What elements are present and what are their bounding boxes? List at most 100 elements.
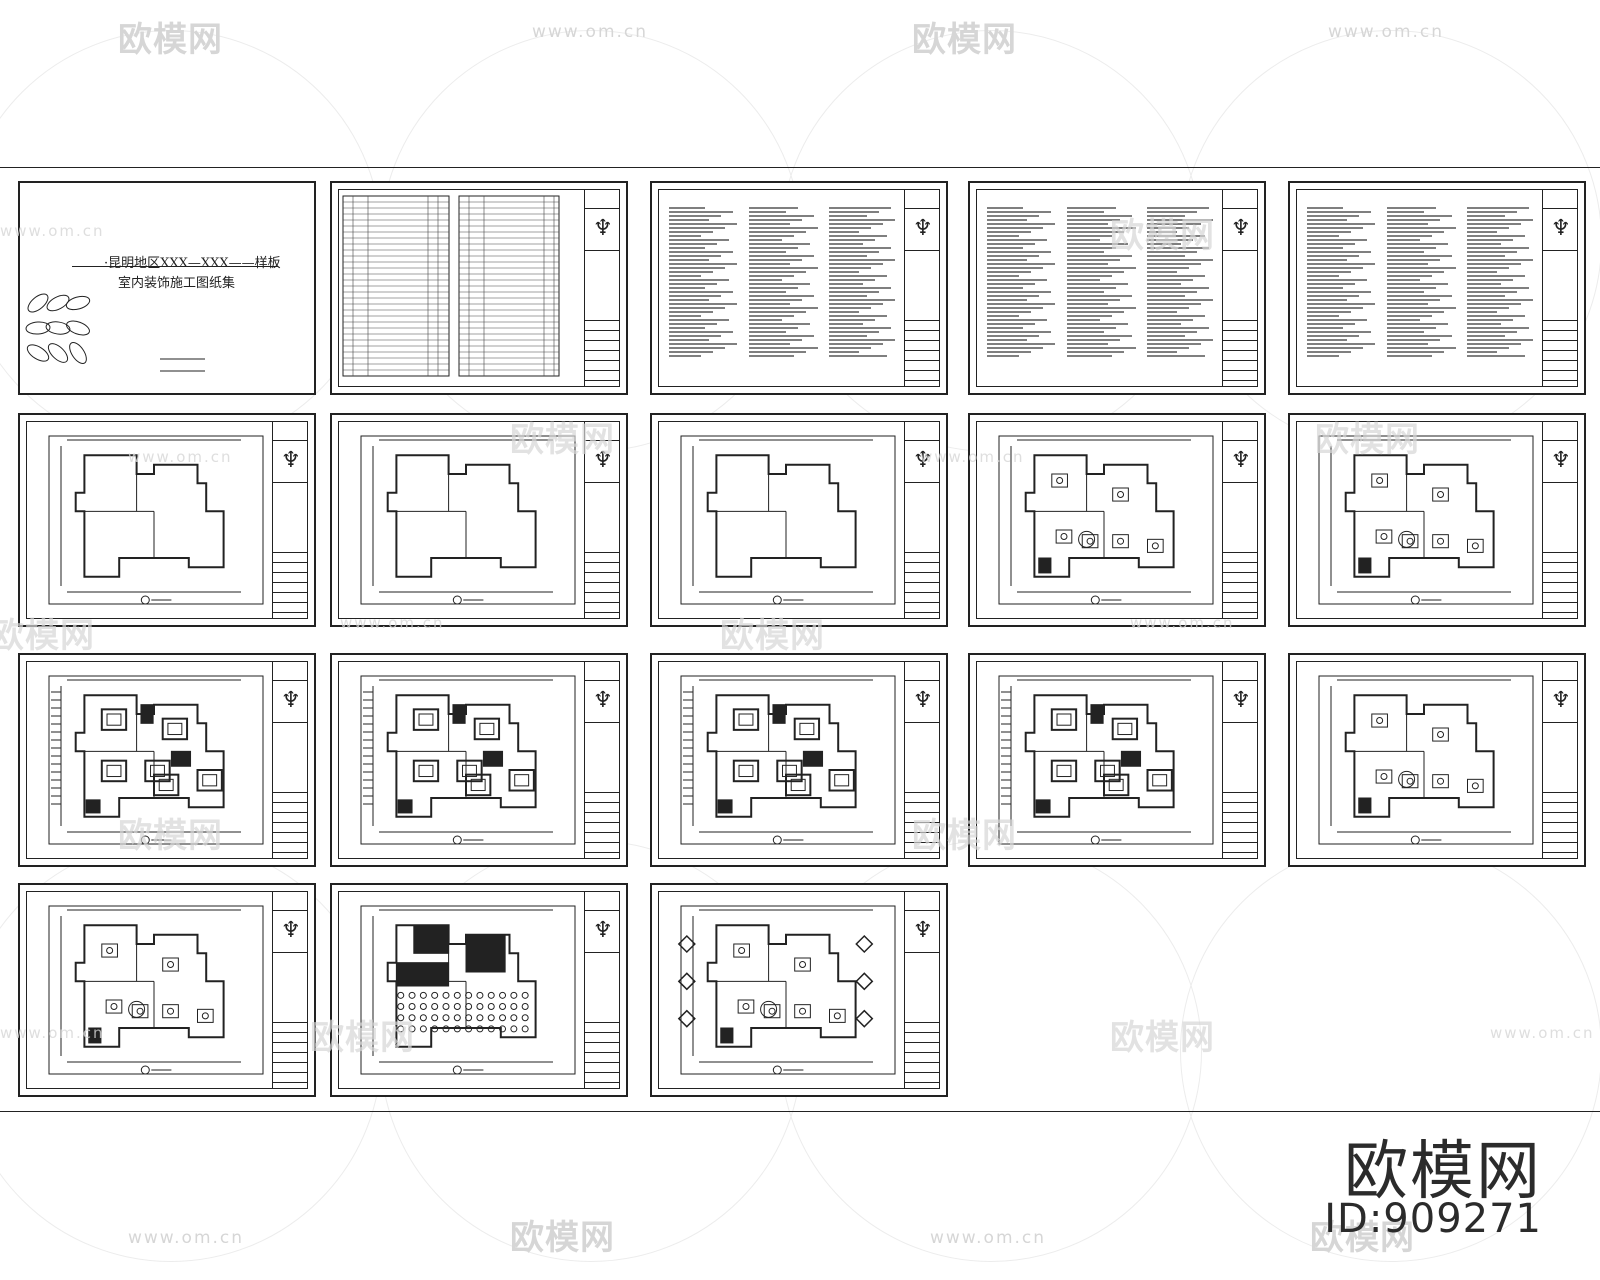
- title-block: ♆: [272, 892, 307, 1088]
- drawing-sheet: ♆: [650, 653, 948, 867]
- drawing-sheet: ♆: [330, 181, 628, 395]
- watermark-logo: 欧模网: [720, 616, 825, 656]
- floor-plan: [1330, 679, 1511, 845]
- leaf-illustration: [25, 293, 205, 372]
- floor-plan: [1010, 439, 1191, 605]
- drawing-sheet: ♆: [18, 653, 316, 867]
- watermark-url: www.om.cn: [1328, 22, 1445, 42]
- watermark-logo: 欧模网: [1310, 1218, 1415, 1258]
- title-block: ♆: [584, 190, 619, 386]
- company-logo-icon: ♆: [281, 688, 301, 713]
- watermark-logo: 欧模网: [912, 20, 1017, 60]
- cover-title: ·昆明地区XXX—XXX——样板: [104, 256, 281, 271]
- floor-plan: [692, 439, 873, 605]
- title-block: ♆: [1542, 662, 1577, 858]
- watermark-url: www.om.cn: [532, 22, 649, 42]
- floor-plan: [372, 679, 553, 845]
- plan-drawing: [680, 435, 896, 605]
- drawing-sheet: ♆: [330, 413, 628, 627]
- company-logo-icon: ♆: [593, 688, 613, 713]
- watermark-url: www.om.cn: [128, 1228, 245, 1248]
- company-logo-icon: ♆: [593, 918, 613, 943]
- watermark-logo: 欧模网: [912, 816, 1017, 856]
- title-block: ♆: [904, 422, 939, 618]
- watermark-url: www.om.cn: [1490, 1024, 1595, 1042]
- design-notes-text: [987, 207, 1213, 357]
- floor-plan: [60, 909, 241, 1075]
- floor-plan: [677, 909, 874, 1075]
- plan-drawing: [1318, 675, 1534, 845]
- drawing-sheet: ♆: [1288, 181, 1586, 395]
- company-logo-icon: ♆: [1551, 688, 1571, 713]
- watermark-logo: 欧模网: [0, 616, 95, 656]
- watermark-url: www.om.cn: [1130, 614, 1235, 632]
- plan-drawing: [48, 435, 264, 605]
- floor-plan: [1330, 439, 1511, 605]
- design-notes-text: [1307, 207, 1533, 357]
- drawing-sheet: ♆: [650, 883, 948, 1097]
- plan-drawing: [677, 905, 896, 1075]
- company-logo-icon: ♆: [913, 448, 933, 473]
- watermark-logo: 欧模网: [1110, 1018, 1215, 1058]
- title-block: ♆: [904, 662, 939, 858]
- plan-drawing: [1318, 435, 1534, 605]
- watermark-logo: 欧模网: [118, 816, 223, 856]
- drawing-sheet: ♆: [330, 883, 628, 1097]
- title-block: ♆: [584, 892, 619, 1088]
- watermark-url: www.om.cn: [930, 1228, 1047, 1248]
- floor-plan: [372, 909, 553, 1075]
- watermark-logo: 欧模网: [1110, 216, 1215, 256]
- title-block: ♆: [584, 662, 619, 858]
- watermark-url: www.om.cn: [0, 1024, 105, 1042]
- title-block: ♆: [904, 190, 939, 386]
- drawing-index-table: [342, 195, 560, 377]
- plan-drawing: [48, 905, 264, 1075]
- company-logo-icon: ♆: [593, 216, 613, 241]
- company-logo-icon: ♆: [281, 448, 301, 473]
- company-logo-icon: ♆: [913, 688, 933, 713]
- drawing-sheet: ♆: [650, 413, 948, 627]
- plan-drawing: [360, 675, 576, 845]
- plan-drawing: [360, 435, 576, 605]
- plan-drawing: [998, 675, 1214, 845]
- floor-plan: [60, 439, 241, 605]
- drawing-set-strip: ♆ ♆ ♆ ♆ ♆ ♆ ♆ ♆ ♆ ♆ ♆ ♆ ♆ ♆ ♆ ♆ ♆: [0, 167, 1600, 1112]
- company-logo-icon: ♆: [1551, 448, 1571, 473]
- drawing-sheet: ♆: [968, 181, 1266, 395]
- title-block: ♆: [1542, 422, 1577, 618]
- watermark-logo: 欧模网: [310, 1018, 415, 1058]
- watermark-logo: 欧模网: [510, 1218, 615, 1258]
- company-logo-icon: ♆: [913, 918, 933, 943]
- company-logo-icon: ♆: [1551, 216, 1571, 241]
- title-block: ♆: [272, 662, 307, 858]
- drawing-sheet: ♆: [650, 181, 948, 395]
- title-block: ♆: [1222, 190, 1257, 386]
- watermark-url: www.om.cn: [128, 448, 233, 466]
- company-logo-icon: ♆: [1231, 448, 1251, 473]
- plan-drawing: [680, 675, 896, 845]
- watermark-url: www.om.cn: [0, 222, 105, 240]
- drawing-sheet: ♆: [18, 883, 316, 1097]
- title-block: ♆: [1222, 662, 1257, 858]
- watermark-url: www.om.cn: [920, 448, 1025, 466]
- drawing-sheet: [18, 181, 316, 395]
- cover-rule: [72, 266, 278, 267]
- drawing-sheet: ♆: [968, 653, 1266, 867]
- drawing-sheet: ♆: [1288, 413, 1586, 627]
- title-block: ♆: [904, 892, 939, 1088]
- drawing-sheet: ♆: [1288, 653, 1586, 867]
- watermark-logo: 欧模网: [510, 420, 615, 460]
- cover-subtitle: 室内装饰施工图纸集: [118, 276, 236, 291]
- plan-drawing: [48, 675, 264, 845]
- plan-drawing: [998, 435, 1214, 605]
- title-block: ♆: [272, 422, 307, 618]
- company-logo-icon: ♆: [281, 918, 301, 943]
- watermark-url: www.om.cn: [340, 614, 445, 632]
- drawing-sheet: ♆: [18, 413, 316, 627]
- watermark-logo: 欧模网: [1315, 420, 1420, 460]
- floor-plan: [692, 679, 873, 845]
- title-block: ♆: [1222, 422, 1257, 618]
- design-notes-text: [669, 207, 895, 357]
- brand-logo-text: 欧模网: [1344, 1135, 1542, 1209]
- title-block: ♆: [1542, 190, 1577, 386]
